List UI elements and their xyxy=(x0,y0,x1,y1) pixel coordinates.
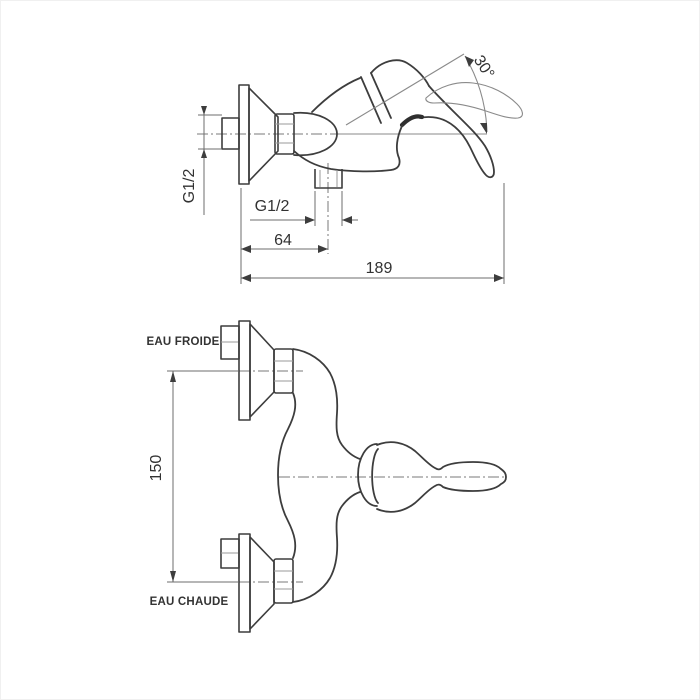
handle-throat-shadow xyxy=(399,114,425,128)
dim-189-arrow-right xyxy=(494,274,504,282)
hot-nut xyxy=(273,558,294,604)
dim-189-arrow-left xyxy=(241,274,251,282)
cartridge-ring-inner xyxy=(371,448,379,504)
ball-joint xyxy=(293,111,338,157)
dim-150-label: 150 xyxy=(148,455,165,482)
dim-150-arrow-bottom xyxy=(170,571,176,582)
angle-arc-arrow-bottom xyxy=(480,123,487,134)
cartridge-collar xyxy=(360,72,392,124)
outlet-thread-label: G1/2 xyxy=(255,198,290,215)
wall-thread-arrow-top xyxy=(201,106,207,115)
handle-raised-axis xyxy=(345,53,465,126)
dim-189-lines xyxy=(241,183,505,284)
dim-64-arrow-left xyxy=(241,245,251,253)
outlet-thread-arrow-left xyxy=(305,216,315,224)
body-bottom-edge xyxy=(293,125,403,173)
dim-64-lines xyxy=(240,188,328,284)
handle-raised-ghost xyxy=(425,82,523,119)
shower-outlet xyxy=(314,169,343,189)
dome-and-grip xyxy=(376,441,507,513)
outlet-thread-arrow-right xyxy=(342,216,352,224)
body-left-edge xyxy=(277,392,297,559)
dim-64-arrow-right xyxy=(318,245,328,253)
body-top-edge xyxy=(311,77,361,113)
connection-nut-facets xyxy=(275,123,294,144)
cold-nut xyxy=(273,348,294,394)
cold-nut-facets xyxy=(274,360,293,382)
wall-thread-dim-lines xyxy=(198,107,222,215)
angle-label: 30° xyxy=(470,52,497,82)
body-lower-leg xyxy=(292,491,361,603)
wall-thread-arrow-bottom xyxy=(201,149,207,158)
side-view: 30° G1/2 G1/2 64 189 xyxy=(181,52,523,284)
dim-189-label: 189 xyxy=(366,260,393,277)
wall-thread-label: G1/2 xyxy=(181,169,198,204)
front-view: 150 EAU FROIDE EAU CHAUDE xyxy=(147,320,507,633)
dim-150-arrow-top xyxy=(170,371,176,382)
dim-64-label: 64 xyxy=(274,232,292,249)
outlet-thread-dim-lines xyxy=(250,191,358,226)
lever-handle xyxy=(419,85,495,179)
cold-water-label: EAU FROIDE xyxy=(147,336,220,348)
connection-nut xyxy=(274,113,295,155)
shower-outlet-thread-lines xyxy=(319,170,338,187)
body-upper-leg xyxy=(292,348,361,460)
angle-arc-arrow-top xyxy=(465,56,474,67)
dome-cap xyxy=(370,59,430,87)
hot-water-label: EAU CHAUDE xyxy=(150,596,229,608)
hot-flange xyxy=(238,533,251,633)
cartridge-ring-outer xyxy=(357,443,378,507)
hot-nut-facets xyxy=(274,570,293,590)
dim-150-lines xyxy=(167,370,238,583)
hot-rosette-cone xyxy=(249,536,275,630)
rosette-cone xyxy=(248,87,279,182)
